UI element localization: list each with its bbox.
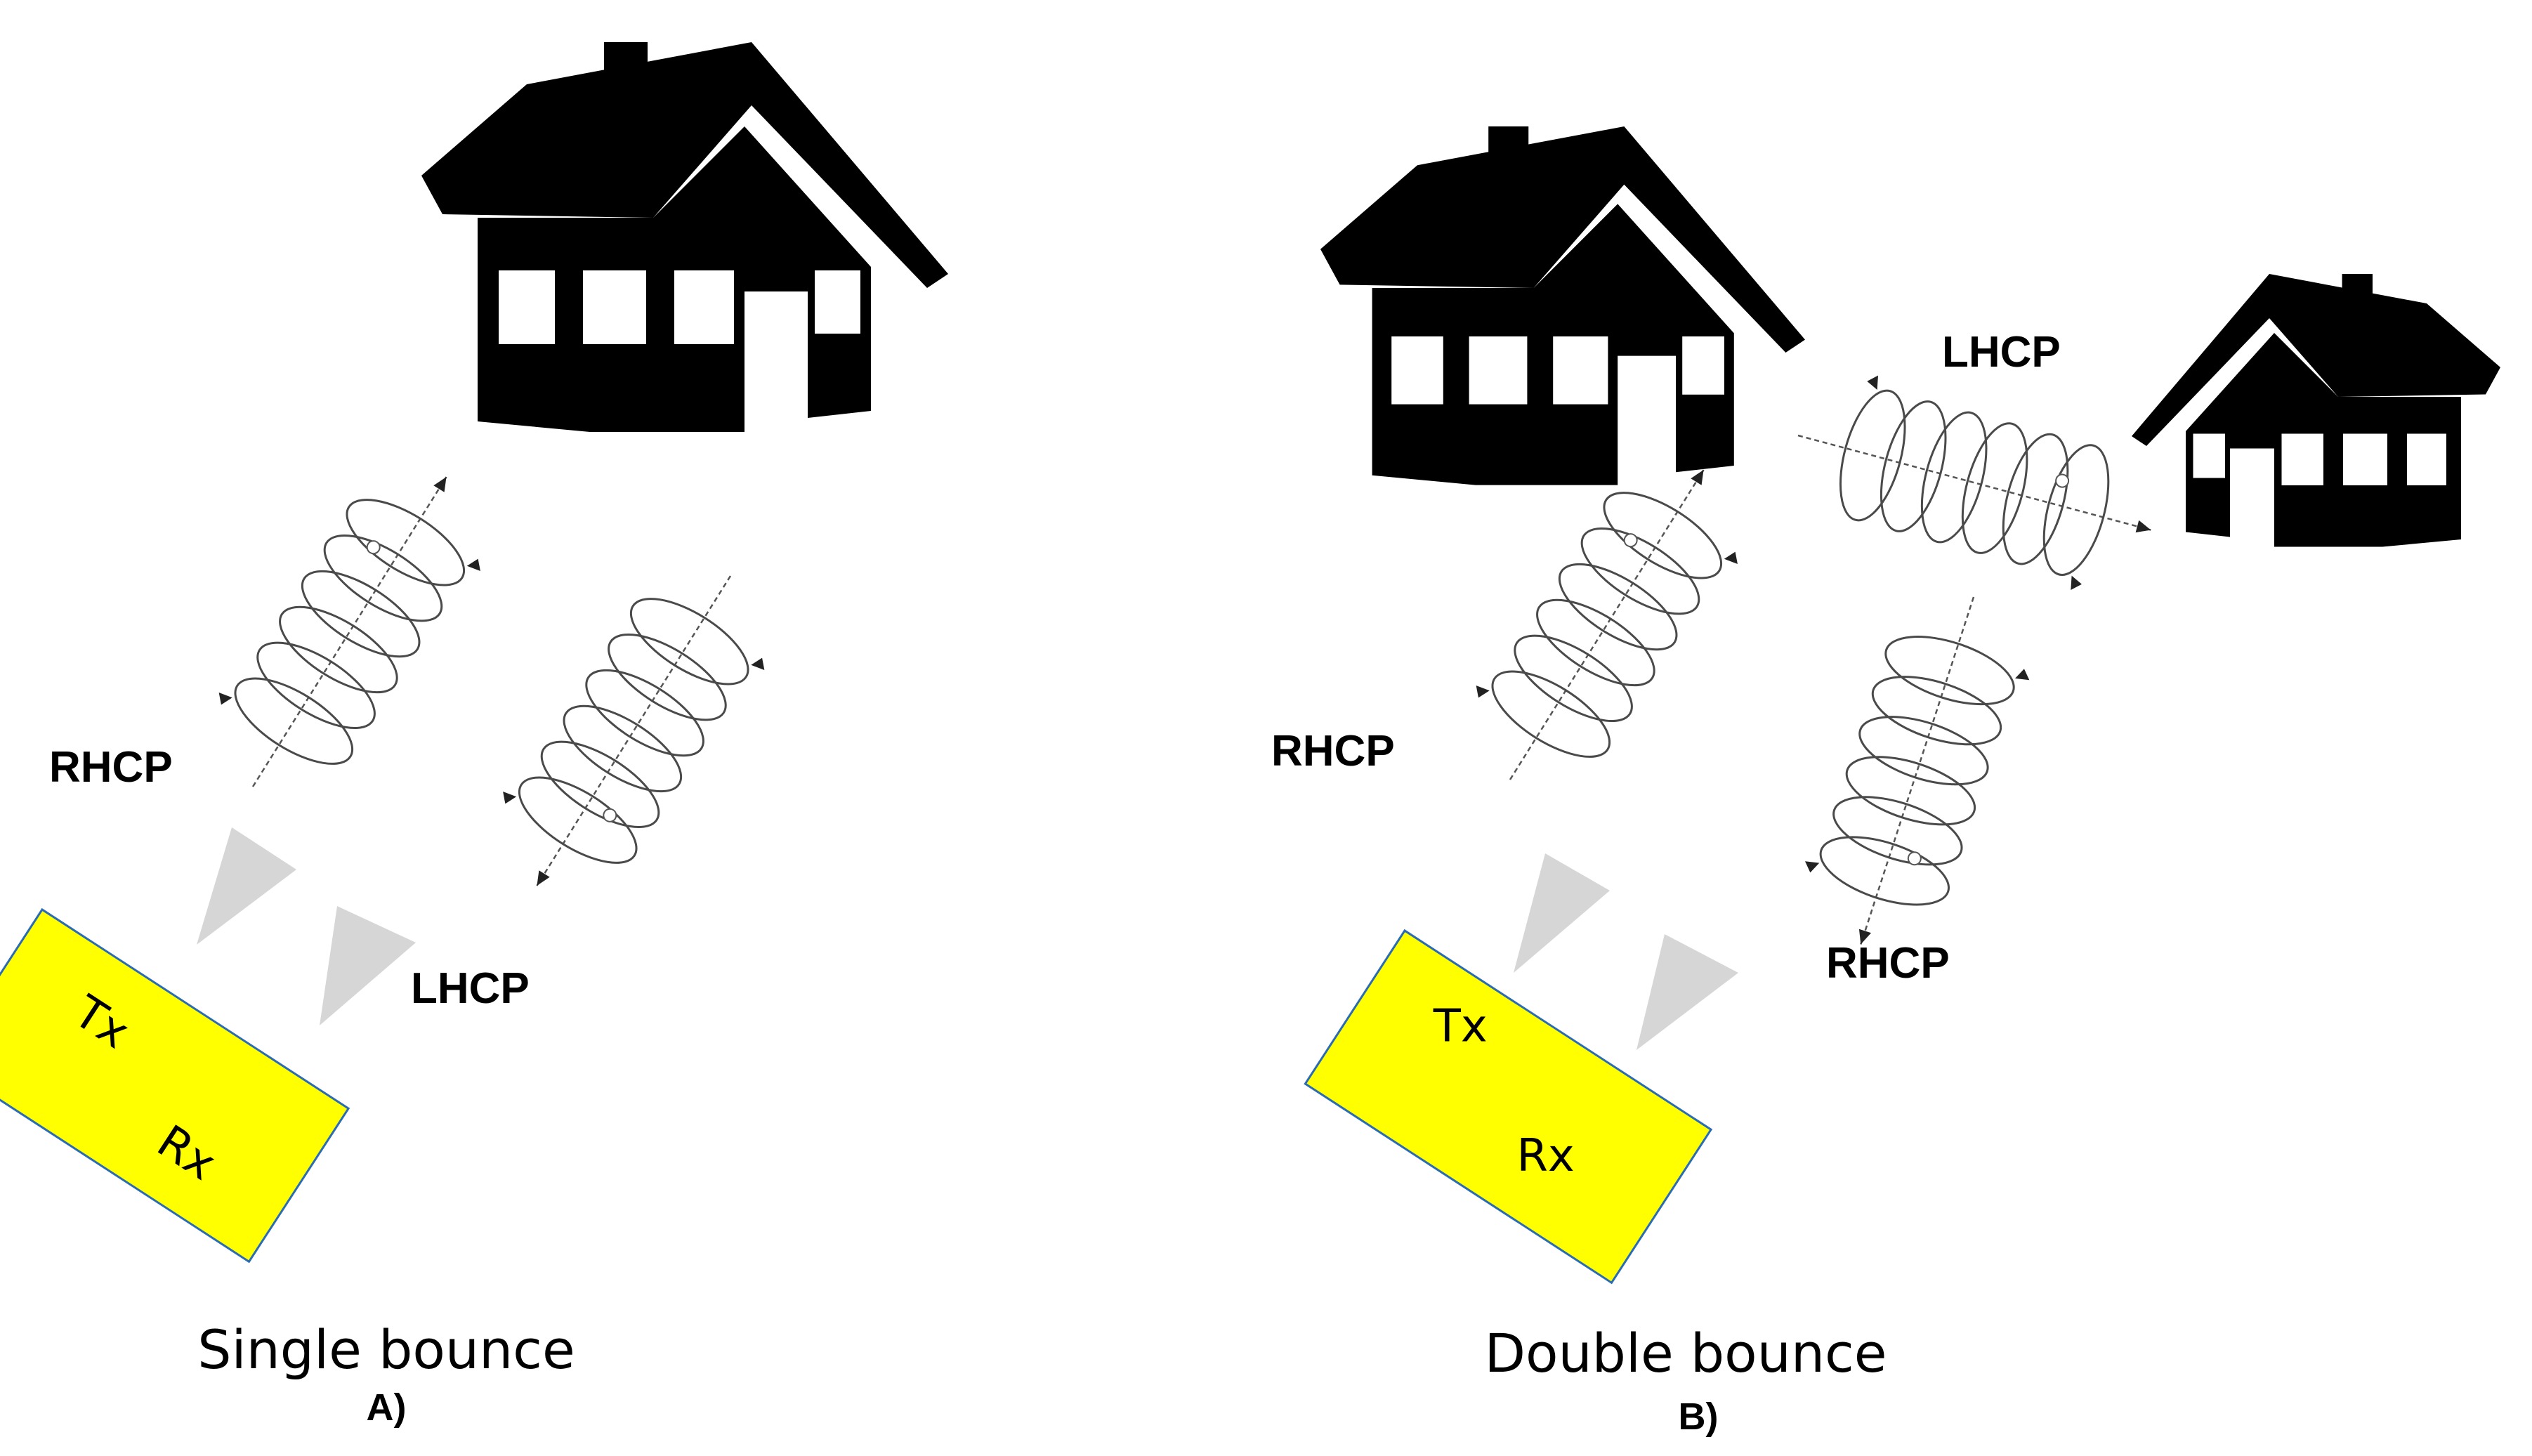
rhcp-label: RHCP xyxy=(49,743,173,792)
panel-a-letter: A) xyxy=(367,1386,407,1429)
tx-antenna-cone xyxy=(1514,853,1610,973)
lhcp-wave-between-houses xyxy=(1776,358,2172,608)
panel-a: RHCP LHCP Tx Rx Single bounce A) xyxy=(0,42,948,1429)
rhcp-wave-return xyxy=(1785,571,2050,970)
caption-single-bounce: Single bounce xyxy=(197,1318,575,1381)
panel-b-letter: B) xyxy=(1679,1396,1719,1438)
house-icon-2 xyxy=(2132,274,2500,547)
tx-label: Tx xyxy=(1433,1001,1488,1053)
rx-label: Rx xyxy=(1516,1130,1574,1182)
radar-device: Tx Rx xyxy=(1304,929,1713,1285)
rhcp-label-2: RHCP xyxy=(1826,939,1950,988)
rx-antenna-cone xyxy=(320,906,416,1025)
house-icon-1 xyxy=(1320,126,1805,485)
rhcp-label-1: RHCP xyxy=(1271,727,1395,775)
tx-antenna-cone xyxy=(197,827,296,945)
house-icon xyxy=(421,42,948,432)
lhcp-label: LHCP xyxy=(1942,328,2061,376)
caption-double-bounce: Double bounce xyxy=(1484,1322,1887,1384)
lhcp-label: LHCP xyxy=(411,964,530,1013)
rhcp-wave-outgoing xyxy=(1442,427,1772,822)
lhcp-wave-return xyxy=(468,533,799,929)
rhcp-wave-outgoing xyxy=(185,434,515,829)
panel-b: RHCP LHCP RHCP Tx Rx Double bounce B) xyxy=(1271,126,2500,1438)
rx-antenna-cone xyxy=(1636,934,1738,1050)
radar-device: Tx Rx xyxy=(0,907,350,1264)
